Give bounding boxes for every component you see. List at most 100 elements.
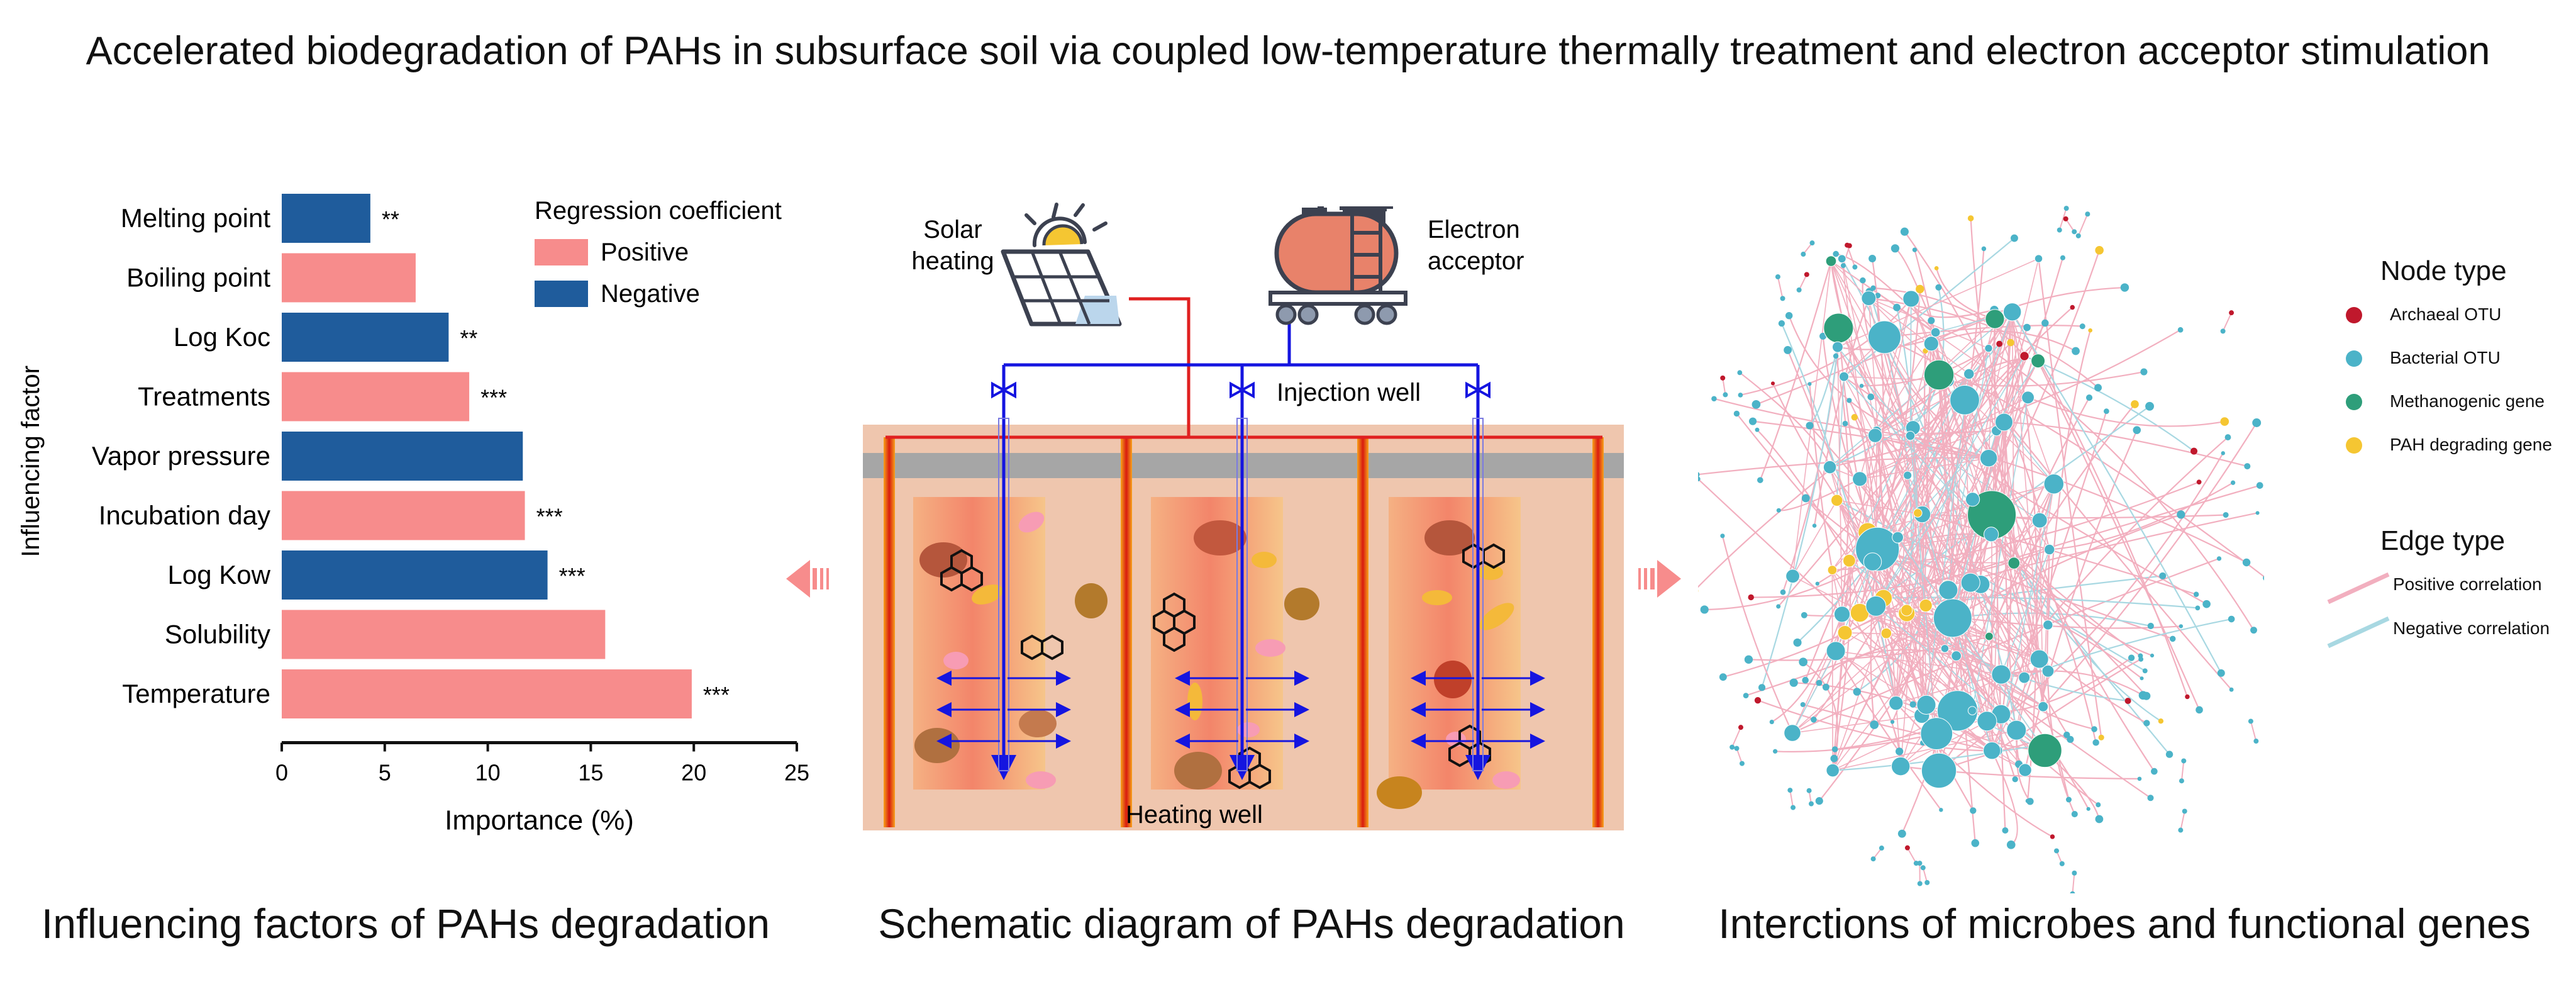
node xyxy=(1896,747,1903,755)
node xyxy=(1982,247,1986,251)
node xyxy=(2223,512,2229,518)
node xyxy=(1901,228,1909,236)
node xyxy=(1757,477,1763,483)
node xyxy=(1785,312,1792,319)
node xyxy=(2194,592,2199,597)
node xyxy=(1996,413,2013,431)
node xyxy=(1935,284,1941,291)
node xyxy=(2148,623,2154,629)
bar xyxy=(282,372,469,422)
node xyxy=(2125,698,2131,704)
node xyxy=(1904,471,1912,479)
node xyxy=(1928,317,1935,324)
edge-type-label: Positive correlation xyxy=(2393,574,2542,595)
node xyxy=(1924,360,1953,389)
node xyxy=(1933,599,1972,637)
solar-label: Solar xyxy=(923,216,982,243)
legend-swatch xyxy=(535,239,588,265)
node xyxy=(2197,479,2202,484)
node xyxy=(2095,246,2104,255)
node xyxy=(2002,827,2008,834)
node xyxy=(1868,321,1901,354)
node xyxy=(1941,645,1949,653)
significance-mark: *** xyxy=(536,504,563,530)
node xyxy=(2220,417,2229,426)
node xyxy=(1977,712,1997,731)
bar-label: Boiling point xyxy=(126,263,270,293)
edge-type-legend-title: Edge type xyxy=(2380,525,2505,557)
node xyxy=(2196,706,2203,714)
edge-type-label: Negative correlation xyxy=(2393,618,2550,639)
node xyxy=(1867,394,1874,401)
bar xyxy=(282,610,605,659)
node xyxy=(2022,391,2035,404)
node xyxy=(1921,865,1926,870)
right-panel-title: Interctions of microbes and functional g… xyxy=(1673,900,2576,947)
node xyxy=(2060,861,2065,866)
node xyxy=(2050,834,2055,839)
node xyxy=(1809,240,1814,245)
node xyxy=(1985,310,2004,328)
edge xyxy=(2182,761,2184,781)
node xyxy=(2067,736,2074,743)
node xyxy=(1985,632,1993,640)
node xyxy=(1919,599,1932,611)
significance-mark: *** xyxy=(480,385,507,411)
node xyxy=(1816,680,1823,686)
node xyxy=(2228,616,2235,623)
legend-label: Negative xyxy=(601,280,700,308)
node xyxy=(1734,411,1740,416)
x-tick-label: 25 xyxy=(784,760,809,786)
node xyxy=(1914,509,1923,518)
node xyxy=(2085,211,2090,216)
bar xyxy=(282,491,525,540)
node xyxy=(2038,701,2048,712)
node xyxy=(2121,283,2129,291)
node xyxy=(2231,481,2235,485)
node xyxy=(1826,256,1836,267)
electron-acceptor-label: Electron xyxy=(1428,216,1520,243)
node xyxy=(1971,839,1979,847)
node xyxy=(2007,840,2016,849)
node xyxy=(1931,328,1940,337)
node xyxy=(2070,891,2075,893)
node xyxy=(1924,337,1938,351)
node xyxy=(1935,266,1939,271)
node xyxy=(2060,255,2065,260)
node xyxy=(1748,595,1753,600)
node xyxy=(2096,815,2104,824)
node xyxy=(2094,384,2102,391)
node xyxy=(2229,688,2234,692)
edge-type-swatch xyxy=(2327,613,2390,651)
node xyxy=(1838,255,1846,263)
node xyxy=(1964,369,1974,379)
legend-swatch xyxy=(535,281,588,307)
node xyxy=(2142,692,2150,700)
edge xyxy=(1778,277,1783,298)
node xyxy=(1832,342,1843,352)
bar xyxy=(282,669,692,718)
x-axis-label: Importance (%) xyxy=(445,805,634,836)
node xyxy=(1870,720,1879,729)
node xyxy=(1723,392,1728,397)
node xyxy=(2041,320,2048,327)
node xyxy=(2151,768,2158,775)
node xyxy=(2087,807,2090,811)
node xyxy=(1961,573,1980,592)
node xyxy=(1737,370,1742,375)
bar-label: Treatments xyxy=(138,382,270,411)
bar-label: Incubation day xyxy=(99,501,270,530)
node xyxy=(1985,344,1992,352)
node xyxy=(2138,654,2143,659)
node xyxy=(1749,418,1757,425)
node xyxy=(1939,808,1943,812)
node xyxy=(1847,243,1852,248)
node xyxy=(2104,408,2109,414)
bar-label: Log Kow xyxy=(168,560,271,589)
node xyxy=(1802,677,1809,684)
node xyxy=(1870,286,1875,291)
node xyxy=(2179,624,2183,628)
node xyxy=(2045,544,2055,554)
node-type-label: Archaeal OTU xyxy=(2390,304,2501,325)
significance-mark: *** xyxy=(703,682,730,708)
